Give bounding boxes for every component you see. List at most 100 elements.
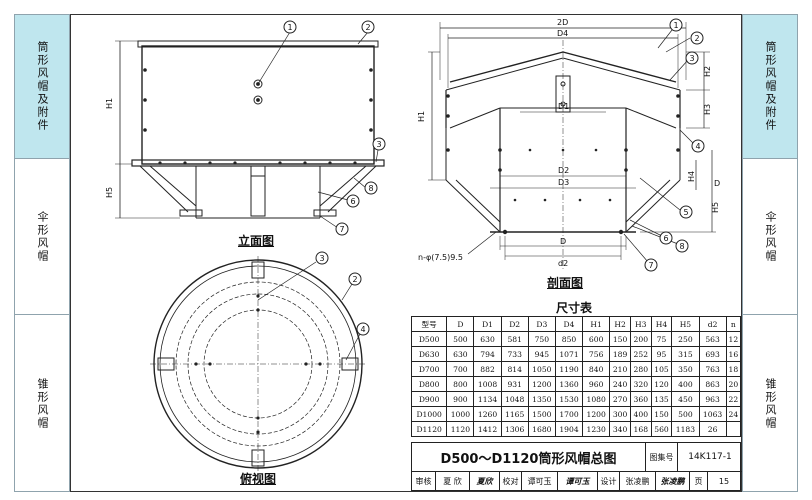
value-cell: 200 [629,331,652,347]
svg-text:8: 8 [369,184,374,193]
value-cell: 900 [446,391,475,407]
tab-cone-cap-right[interactable]: 锥形风帽 [764,378,777,430]
callout-8: 8 [364,181,378,195]
model-cell: D500 [410,331,448,347]
check-label: 校对 [500,472,522,491]
col-header: D3 [527,316,556,332]
value-cell: 280 [629,361,652,377]
model-cell: D700 [410,361,448,377]
sec-callout-7: 7 [644,258,658,272]
value-cell: 240 [609,376,631,392]
value-cell: 360 [629,391,652,407]
designer-signature: 张凌鹏 [656,472,690,491]
value-cell: 1120 [446,421,475,437]
page-label: 页 [690,472,708,491]
svg-text:3: 3 [690,54,695,63]
svg-text:5: 5 [684,208,689,217]
value-cell: 756 [582,346,611,362]
callout-6: 6 [346,194,360,208]
tab-tube-cap[interactable]: 筒形风帽及附件 [15,15,69,159]
dim-d4: D4 [557,29,568,38]
top-callouts: 3 2 4 [315,251,370,336]
dim-d: D [560,237,566,246]
checker-signature: 谭可玉 [558,472,598,491]
value-cell: 581 [500,331,529,347]
col-header: H2 [609,316,631,332]
value-cell: 882 [473,361,502,377]
checker-name: 谭可玉 [522,472,558,491]
col-header: d2 [698,316,727,332]
col-header: H5 [671,316,700,332]
sec-callout-6: 6 [659,231,673,245]
value-cell: 12 [725,331,742,347]
value-cell: 1080 [582,391,611,407]
value-cell: 18 [725,361,742,377]
reviewer-name: 夏 欣 [436,472,470,491]
value-cell: 350 [671,361,700,377]
table-header-row: 型号 D D1 D2 D3 D4 H1 H2 H3 H4 H5 d2 n [410,316,742,332]
elevation-dim-h5: H5 [105,187,114,198]
section-view [428,22,716,270]
value-cell: 315 [671,346,700,362]
value-cell: 400 [629,406,652,422]
right-catalog-tabs: 筒形风帽及附件 伞形风帽 锥形风帽 [742,14,798,492]
elevation-view [115,31,385,229]
title-block: D500～D1120筒形风帽总图 图集号 14K117-1 审核 夏 欣 夏欣 … [411,442,742,491]
value-cell: 700 [446,361,475,377]
dim-d3: D3 [558,178,569,187]
value-cell: 794 [473,346,502,362]
value-cell: 189 [609,346,631,362]
col-header: 型号 [410,316,448,332]
top-view [150,256,366,472]
value-cell: 340 [609,421,631,437]
dim-section-h5: H5 [711,202,720,213]
sec-callout-5: 5 [679,205,693,219]
top-callout-2: 2 [348,272,362,286]
col-header: H4 [650,316,673,332]
section-label: 剖面图 [547,276,584,290]
dim-d2: D2 [558,166,569,175]
value-cell: 1500 [527,406,556,422]
value-cell: 1071 [554,346,584,362]
value-cell [725,421,742,437]
model-cell: D1000 [410,406,448,422]
value-cell: 1165 [500,406,529,422]
tab-tube-cap-right[interactable]: 筒形风帽及附件 [743,15,797,159]
tab-cone-cap[interactable]: 锥形风帽 [36,378,49,430]
dim-d1: D1 [558,102,569,111]
value-cell: 150 [650,406,673,422]
dim-d2-small: d2 [558,259,568,268]
value-cell: 20 [725,376,742,392]
value-cell: 1350 [527,391,556,407]
dim-h3: H3 [703,104,712,115]
value-cell: 931 [500,376,529,392]
top-view-label: 俯视图 [240,472,277,486]
tab-umbrella-cap[interactable]: 伞形风帽 [15,159,69,315]
value-cell: 105 [650,361,673,377]
col-header: D2 [500,316,529,332]
value-cell: 135 [650,391,673,407]
tab-umbrella-cap-right[interactable]: 伞形风帽 [743,159,797,315]
dimension-table-title: 尺寸表 [556,301,593,315]
value-cell: 1200 [527,376,556,392]
svg-text:6: 6 [664,234,669,243]
value-cell: 850 [554,331,584,347]
dimension-table: 型号 D D1 D2 D3 D4 H1 H2 H3 H4 H5 d2 n D50… [410,316,742,437]
value-cell: 630 [473,331,502,347]
value-cell: 1183 [671,421,700,437]
value-cell: 24 [725,406,742,422]
dim-section-h1: H1 [417,111,426,122]
sec-callout-2: 2 [690,31,704,45]
value-cell: 22 [725,391,742,407]
col-header: H1 [582,316,611,332]
sec-callout-4: 4 [691,139,705,153]
sec-callout-3: 3 [685,51,699,65]
svg-text:7: 7 [649,261,654,270]
reviewer-signature: 夏欣 [470,472,500,491]
value-cell: 1190 [554,361,584,377]
dim-2d: 2D [557,18,568,27]
model-cell: D800 [410,376,448,392]
